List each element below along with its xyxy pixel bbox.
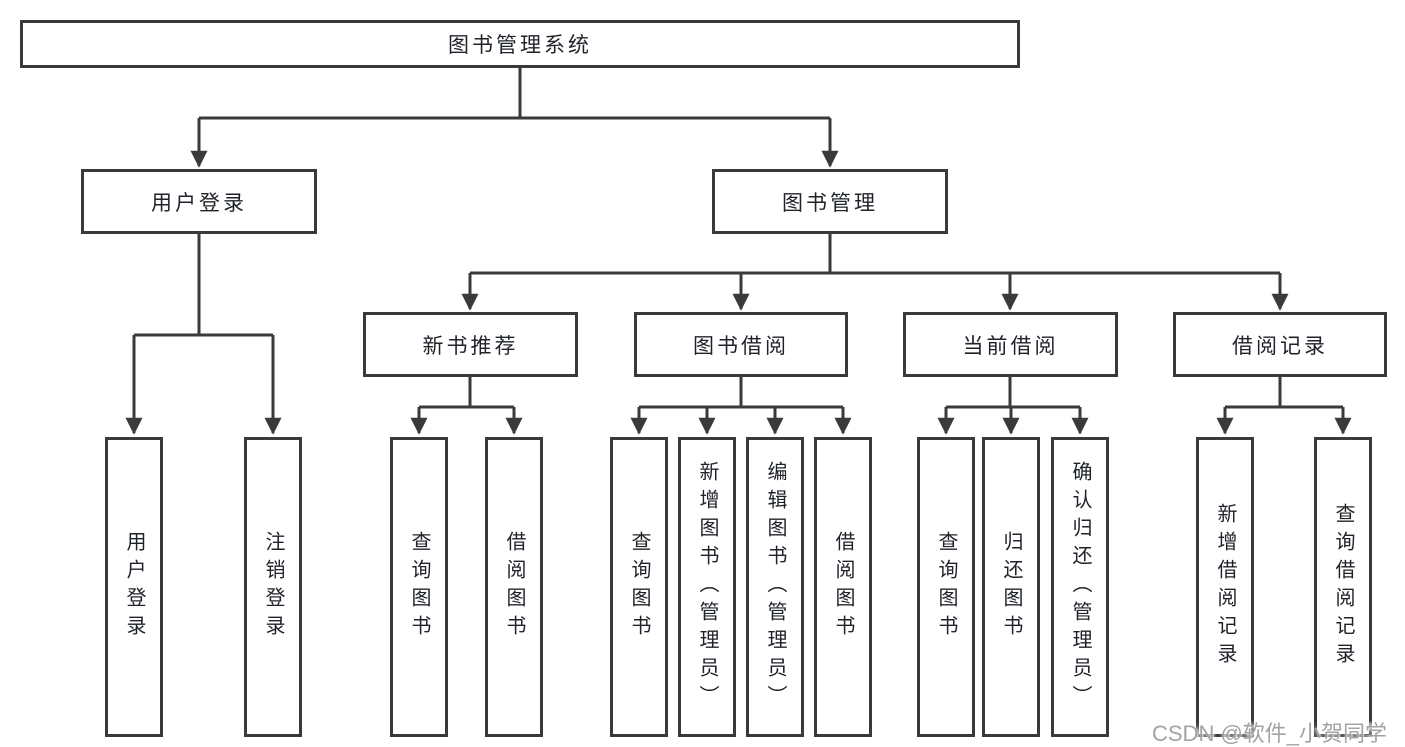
node-book-management: 图书管理 — [712, 169, 948, 234]
node-label: 归还图书 — [1000, 531, 1022, 643]
node-label: 当前借阅 — [962, 334, 1059, 358]
leaf-query-books-recommend: 查询图书 — [390, 437, 448, 737]
node-label: 借阅图书 — [503, 531, 525, 643]
node-label: 新增图书（管理员） — [696, 461, 718, 713]
node-user-login-group: 用户登录 — [81, 169, 317, 234]
node-label: 图书借阅 — [693, 334, 789, 358]
leaf-add-books-admin: 新增图书（管理员） — [678, 437, 736, 737]
leaf-confirm-return-admin: 确认归还（管理员） — [1051, 437, 1109, 737]
node-label: 注销登录 — [262, 531, 284, 643]
node-library-management-system: 图书管理系统 — [20, 20, 1020, 68]
leaf-user-login: 用户登录 — [105, 437, 163, 737]
leaf-add-borrow-record: 新增借阅记录 — [1196, 437, 1254, 737]
node-label: 查询图书 — [935, 531, 957, 643]
leaf-logout: 注销登录 — [244, 437, 302, 737]
node-label: 查询图书 — [408, 531, 430, 643]
node-new-book-recommend: 新书推荐 — [363, 312, 578, 377]
node-label: 图书管理系统 — [448, 34, 592, 57]
node-book-borrow: 图书借阅 — [634, 312, 848, 377]
node-label: 查询图书 — [628, 531, 650, 643]
node-label: 用户登录 — [151, 191, 247, 215]
leaf-edit-books-admin: 编辑图书（管理员） — [746, 437, 804, 737]
node-label: 借阅记录 — [1232, 334, 1328, 358]
node-label: 新增借阅记录 — [1214, 503, 1236, 671]
node-label: 用户登录 — [123, 531, 145, 643]
node-label: 新书推荐 — [422, 334, 519, 358]
leaf-query-borrow-record: 查询借阅记录 — [1314, 437, 1372, 737]
leaf-borrow-books: 借阅图书 — [814, 437, 872, 737]
node-label: 编辑图书（管理员） — [764, 461, 786, 713]
leaf-query-books-borrow: 查询图书 — [610, 437, 668, 737]
node-label: 确认归还（管理员） — [1069, 461, 1091, 713]
csdn-watermark: CSDN @软件_小贺同学 — [1152, 721, 1388, 746]
node-label: 借阅图书 — [832, 531, 854, 643]
node-borrow-records: 借阅记录 — [1173, 312, 1387, 377]
leaf-borrow-books-recommend: 借阅图书 — [485, 437, 543, 737]
node-label: 图书管理 — [782, 191, 878, 215]
leaf-query-books-current: 查询图书 — [917, 437, 975, 737]
leaf-return-books: 归还图书 — [982, 437, 1040, 737]
node-label: 查询借阅记录 — [1332, 503, 1354, 671]
node-current-borrow: 当前借阅 — [903, 312, 1118, 377]
